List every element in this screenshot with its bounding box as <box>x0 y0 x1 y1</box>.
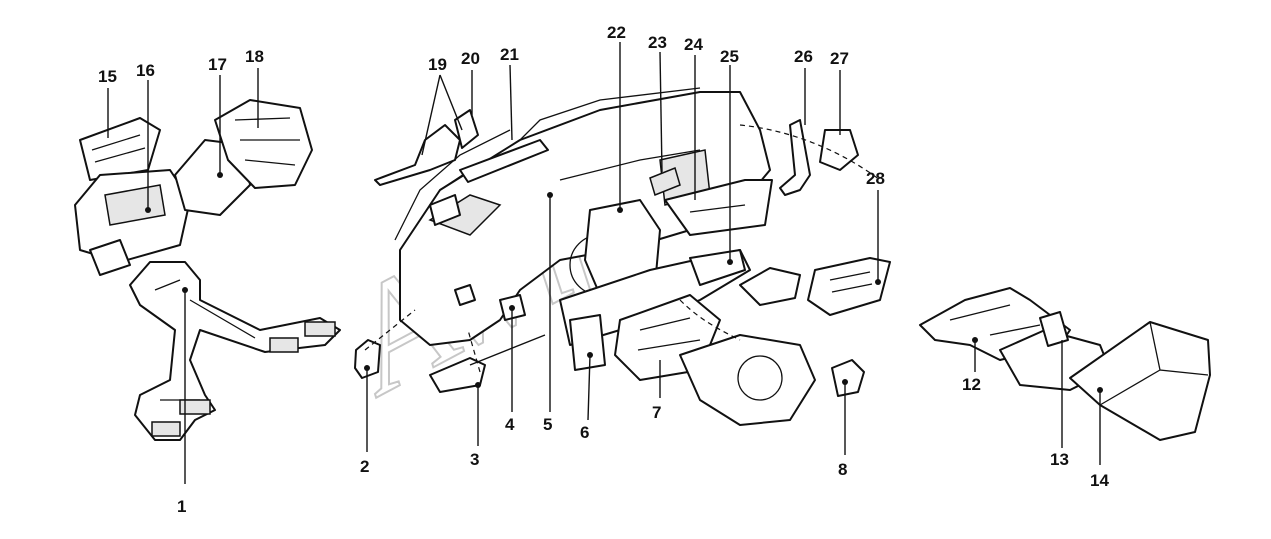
callout-15: 15 <box>98 67 117 86</box>
part-24-glovebox <box>664 179 773 236</box>
callout-18: 18 <box>245 47 264 66</box>
callout-5: 5 <box>543 415 552 434</box>
part-instrument-panel <box>399 87 816 426</box>
part-8-switch <box>831 359 865 397</box>
leader-lines <box>107 42 1101 484</box>
callout-24: 24 <box>684 35 703 54</box>
part-center-pocket <box>739 267 801 306</box>
callout-27: 27 <box>830 49 849 68</box>
part-26-bracket <box>779 119 811 196</box>
part-27-bracket <box>819 129 859 171</box>
callout-16: 16 <box>136 61 155 80</box>
callout-26: 26 <box>794 47 813 66</box>
callout-23: 23 <box>648 33 667 52</box>
leader-dots <box>145 172 1103 393</box>
callout-6: 6 <box>580 423 589 442</box>
part-19-21-brackets <box>374 109 549 241</box>
part-28-switch-panel <box>807 257 891 316</box>
callout-8: 8 <box>838 460 847 479</box>
callout-14: 14 <box>1090 471 1109 490</box>
callout-25: 25 <box>720 47 739 66</box>
part-23-vent <box>649 166 681 197</box>
callout-3: 3 <box>470 450 479 469</box>
callout-19: 19 <box>428 55 447 74</box>
callout-13: 13 <box>1050 450 1069 469</box>
callout-28: 28 <box>866 169 885 188</box>
callout-22: 22 <box>607 23 626 42</box>
callout-12: 12 <box>962 375 981 394</box>
callout-4: 4 <box>505 415 515 434</box>
callout-21: 21 <box>500 45 519 64</box>
callout-17: 17 <box>208 55 227 74</box>
callout-2: 2 <box>360 457 369 476</box>
part-2-clip <box>354 339 381 379</box>
callout-20: 20 <box>461 49 480 68</box>
part-3-lever <box>429 334 546 393</box>
callout-labels: 1 2 3 4 5 6 7 8 12 13 14 15 16 17 18 19 … <box>98 23 1109 516</box>
part-floor-duct <box>129 261 341 441</box>
callout-7: 7 <box>652 403 661 422</box>
part-heater-assembly <box>74 99 313 276</box>
part-14-console-box <box>1069 321 1211 441</box>
callout-1: 1 <box>177 497 186 516</box>
